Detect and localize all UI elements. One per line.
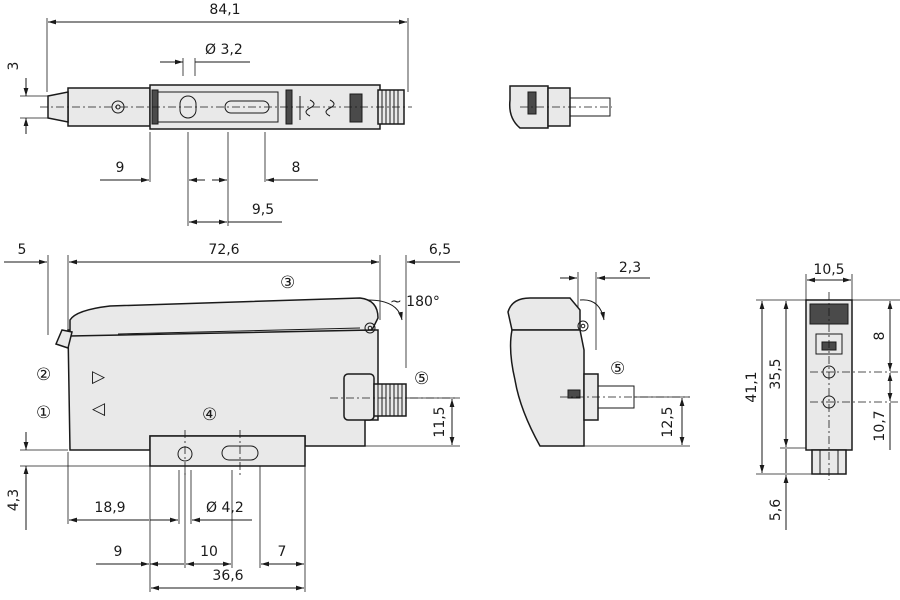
side-view: 5 72,6 6,5 ~ 180° ▷ ◁ ② ① ③ ④ ⑤ bbox=[4, 242, 460, 592]
dim-height-11-5: 11,5 bbox=[432, 406, 448, 437]
dim-offset-5-6: 5,6 bbox=[768, 499, 784, 521]
dim-offset-9-bottom: 9 bbox=[114, 544, 123, 560]
callout-4: ④ bbox=[202, 405, 217, 425]
dim-offset-9-top: 9 bbox=[116, 160, 125, 176]
dim-offset-6-5: 6,5 bbox=[429, 242, 451, 258]
top-view: 84,1 Ø 3,2 3 9 bbox=[6, 2, 412, 226]
indicator-arrow-left: ◁ bbox=[92, 399, 106, 419]
callout-3: ③ bbox=[280, 273, 295, 293]
dim-offset-8-top: 8 bbox=[292, 160, 301, 176]
dim-height-4-3: 4,3 bbox=[6, 489, 22, 511]
cable-detail-view bbox=[508, 85, 612, 129]
callout-1: ① bbox=[36, 403, 51, 423]
dim-overall-length: 84,1 bbox=[209, 2, 240, 18]
dim-offset-7: 7 bbox=[278, 544, 287, 560]
dim-hole-diameter-bottom: Ø 4,2 bbox=[206, 500, 244, 516]
dim-height-12-5: 12,5 bbox=[660, 406, 676, 437]
dim-offset-10: 10 bbox=[200, 544, 218, 560]
dim-height-3: 3 bbox=[6, 62, 22, 71]
indicator-arrow-right: ▷ bbox=[92, 367, 106, 387]
dim-base-36-6: 36,6 bbox=[212, 568, 243, 584]
callout-5-lid: ⑤ bbox=[610, 359, 625, 379]
dim-offset-8-right: 8 bbox=[872, 332, 888, 341]
lid-open-view: 2,3 ⑤ 12,5 bbox=[507, 260, 690, 447]
dim-width-10-5: 10,5 bbox=[813, 262, 844, 278]
dim-offset-9-5: 9,5 bbox=[252, 202, 274, 218]
dim-height-41-1: 41,1 bbox=[744, 371, 760, 402]
dim-offset-18-9: 18,9 bbox=[94, 500, 125, 516]
callout-2: ② bbox=[36, 365, 51, 385]
dim-offset-5: 5 bbox=[18, 242, 27, 258]
dim-offset-2-3: 2,3 bbox=[619, 260, 641, 276]
dim-length-72-6: 72,6 bbox=[208, 242, 239, 258]
dim-hole-diameter-top: Ø 3,2 bbox=[205, 42, 243, 58]
callout-5-side: ⑤ bbox=[414, 369, 429, 389]
dim-angle-180: ~ 180° bbox=[390, 294, 440, 310]
dim-offset-10-7: 10,7 bbox=[872, 410, 888, 441]
front-view: 10,5 41,1 35,5 8 10,7 5,6 bbox=[744, 262, 900, 530]
dim-height-35-5: 35,5 bbox=[768, 358, 784, 389]
